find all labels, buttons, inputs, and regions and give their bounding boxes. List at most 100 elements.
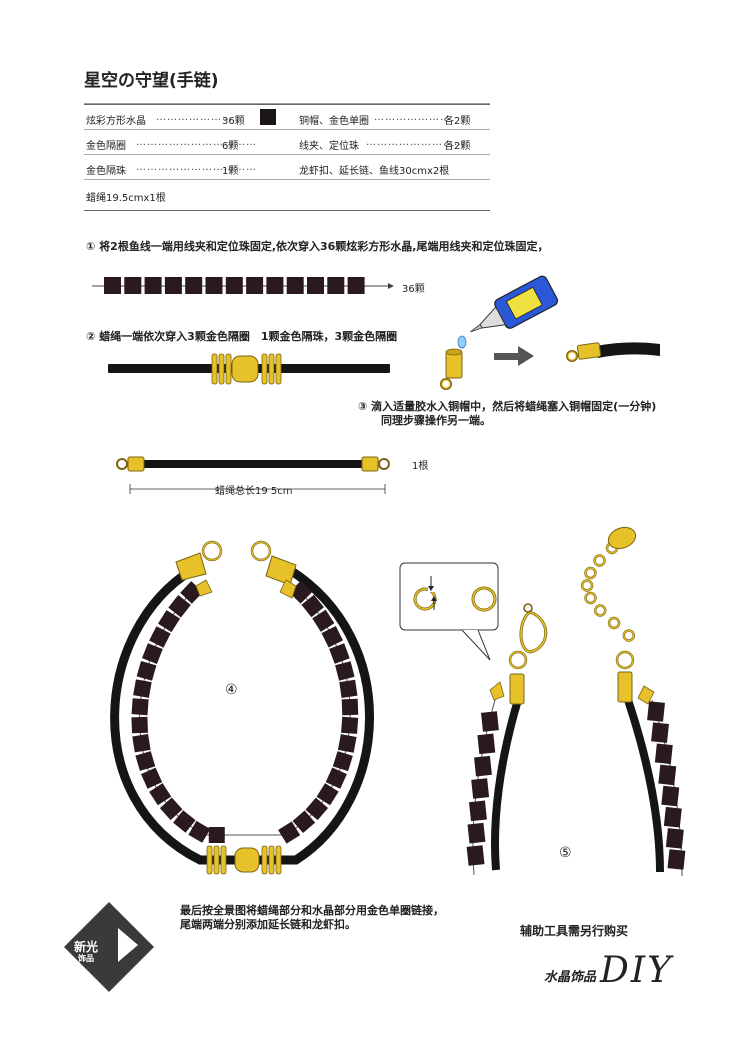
glue-bottle-icon — [470, 275, 559, 333]
step-4-text: 最后按全景图将蜡绳部分和水晶部分用金色单圈链接， — [180, 904, 444, 917]
logo-subtext: 饰品 — [78, 954, 94, 963]
leader-dots: ………………… — [374, 112, 451, 123]
step-3-glue-illustration — [440, 275, 660, 390]
gold-spacer-ring — [268, 845, 275, 875]
gold-spacer-ring — [211, 353, 218, 385]
crystal-bead — [188, 820, 211, 843]
crystal-swatch — [260, 109, 276, 125]
material-qty: 各2颗 — [444, 141, 471, 152]
crystal-bead — [477, 733, 496, 755]
leader-dots: …………………………… — [136, 137, 257, 148]
crystal-bead — [266, 277, 284, 294]
crystal-bead — [332, 751, 353, 772]
crystal-bead — [654, 743, 673, 765]
crystal-bead — [157, 610, 181, 633]
crystal-bead — [185, 277, 203, 294]
step-1-text: ① 将2根鱼线一端用线夹和定位珠固定,依次穿入36颗炫彩方形水晶,尾端用线夹和定… — [86, 238, 549, 254]
crystal-bead — [131, 698, 149, 716]
step-number: ③ — [358, 400, 368, 413]
step-number: ① — [86, 240, 96, 253]
cord-count-label: 1根 — [412, 461, 429, 472]
crystal-bead — [480, 711, 499, 732]
crystal-bead — [466, 845, 485, 866]
material-name: 龙虾扣、延长链、鱼线30cmx2根 — [299, 166, 450, 177]
material-name: 金色隔圈 — [86, 141, 126, 152]
gold-spacer-ring — [213, 845, 220, 875]
step-number: ② — [86, 330, 96, 343]
crystal-bead — [301, 594, 324, 618]
materials-row: 蜡绳19.5cmx1根 — [84, 180, 490, 210]
material-name: 金色隔珠 — [86, 166, 126, 177]
crystal-bead — [124, 277, 142, 294]
crystal-bead — [469, 800, 487, 822]
tools-note: 辅助工具需另行购买 — [520, 924, 629, 938]
leader-dots: ………………… — [156, 112, 233, 123]
step-4-text-line2: 尾端两端分别添加延长链和龙虾扣。 — [180, 918, 356, 931]
crystal-count-label: 36颗 — [402, 284, 425, 295]
step-instruction: 将2根鱼线一端用线夹和定位珠固定,依次穿入36颗炫彩方形水晶,尾端用线夹和定位珠… — [99, 240, 549, 253]
logo-text: 新光 — [74, 940, 99, 954]
crystal-bead — [135, 751, 156, 771]
crystal-bead — [471, 778, 490, 799]
material-name: 铜帽、金色单圈 — [299, 116, 369, 127]
step-2-cord-with-spacers — [108, 353, 390, 385]
crystal-bead — [159, 797, 183, 821]
step-instruction: 蜡绳一端依次穿入3颗金色隔圈 1颗金色隔珠，3颗金色隔圈 — [99, 330, 398, 343]
crystal-bead — [347, 277, 365, 294]
crystal-bead — [208, 827, 225, 843]
material-name: 线夹、定位珠 — [299, 141, 359, 152]
crystal-bead — [131, 716, 149, 734]
finished-cord — [116, 456, 390, 494]
cap-with-cord-icon — [566, 342, 660, 362]
crystal-bead — [665, 828, 684, 849]
gold-spacer-bead — [231, 355, 259, 383]
gold-spacer-ring — [268, 353, 275, 385]
material-qty: 各2颗 — [444, 116, 471, 127]
gold-spacer-ring — [261, 353, 268, 385]
crystal-bead — [651, 722, 669, 743]
crystal-bead — [168, 595, 191, 618]
material-qty: 1颗 — [222, 166, 239, 177]
gold-spacer-ring — [261, 845, 268, 875]
step-3-text-line2: 同理步骤操作另一端。 — [381, 414, 491, 427]
crystal-bead — [149, 783, 172, 806]
step-4-number: ④ — [225, 682, 238, 698]
crystal-bead — [341, 716, 359, 734]
arrow-right-icon — [494, 346, 534, 366]
crystal-bead — [335, 661, 355, 681]
crystal-bead — [474, 755, 492, 777]
step-3-text: ③ 滴入适量胶水入铜帽中，然后将蜡绳塞入铜帽固定(一分钟) — [358, 398, 656, 414]
crystal-bead — [339, 679, 358, 698]
crystal-bead — [133, 679, 152, 698]
step-5-detail — [399, 526, 686, 877]
material-name: 炫彩方形水晶 — [86, 116, 146, 127]
diy-signature: DIY — [600, 950, 673, 991]
step-5-number: ⑤ — [559, 845, 572, 861]
materials-row: 炫彩方形水晶 ………………… 36颗 铜帽、金色单圈 ………………… 各2颗 — [84, 105, 490, 130]
crystal-bead — [321, 626, 343, 648]
gold-spacer-ring — [275, 845, 282, 875]
crystal-bead — [663, 806, 682, 828]
step-instruction: 滴入适量胶水入铜帽中，然后将蜡绳塞入铜帽固定(一分钟) — [371, 400, 657, 413]
crystal-bead — [173, 810, 196, 833]
leader-dots: …………………………… — [136, 162, 257, 173]
copper-cap-icon — [440, 348, 463, 390]
crystal-bead — [337, 734, 357, 753]
crystal-bead — [661, 785, 680, 807]
crystal-bead — [205, 277, 223, 294]
crystal-bead — [316, 783, 339, 806]
crystal-bead — [292, 810, 316, 834]
crystal-bead — [312, 609, 335, 632]
material-qty: 6颗 — [222, 141, 239, 152]
brand-logo: 新光 饰品 — [64, 902, 154, 992]
crystal-bead — [286, 277, 304, 294]
gold-spacer-ring — [220, 845, 227, 875]
materials-row: 金色隔珠 …………………………… 1颗 龙虾扣、延长链、鱼线30cmx2根 — [84, 155, 490, 180]
crystal-bead — [149, 626, 171, 648]
crystal-bead — [658, 764, 677, 786]
material-name: 蜡绳19.5cmx1根 — [86, 193, 166, 204]
crystal-bead — [667, 849, 686, 870]
crystal-bead — [246, 277, 264, 294]
crystal-bead — [225, 277, 243, 294]
